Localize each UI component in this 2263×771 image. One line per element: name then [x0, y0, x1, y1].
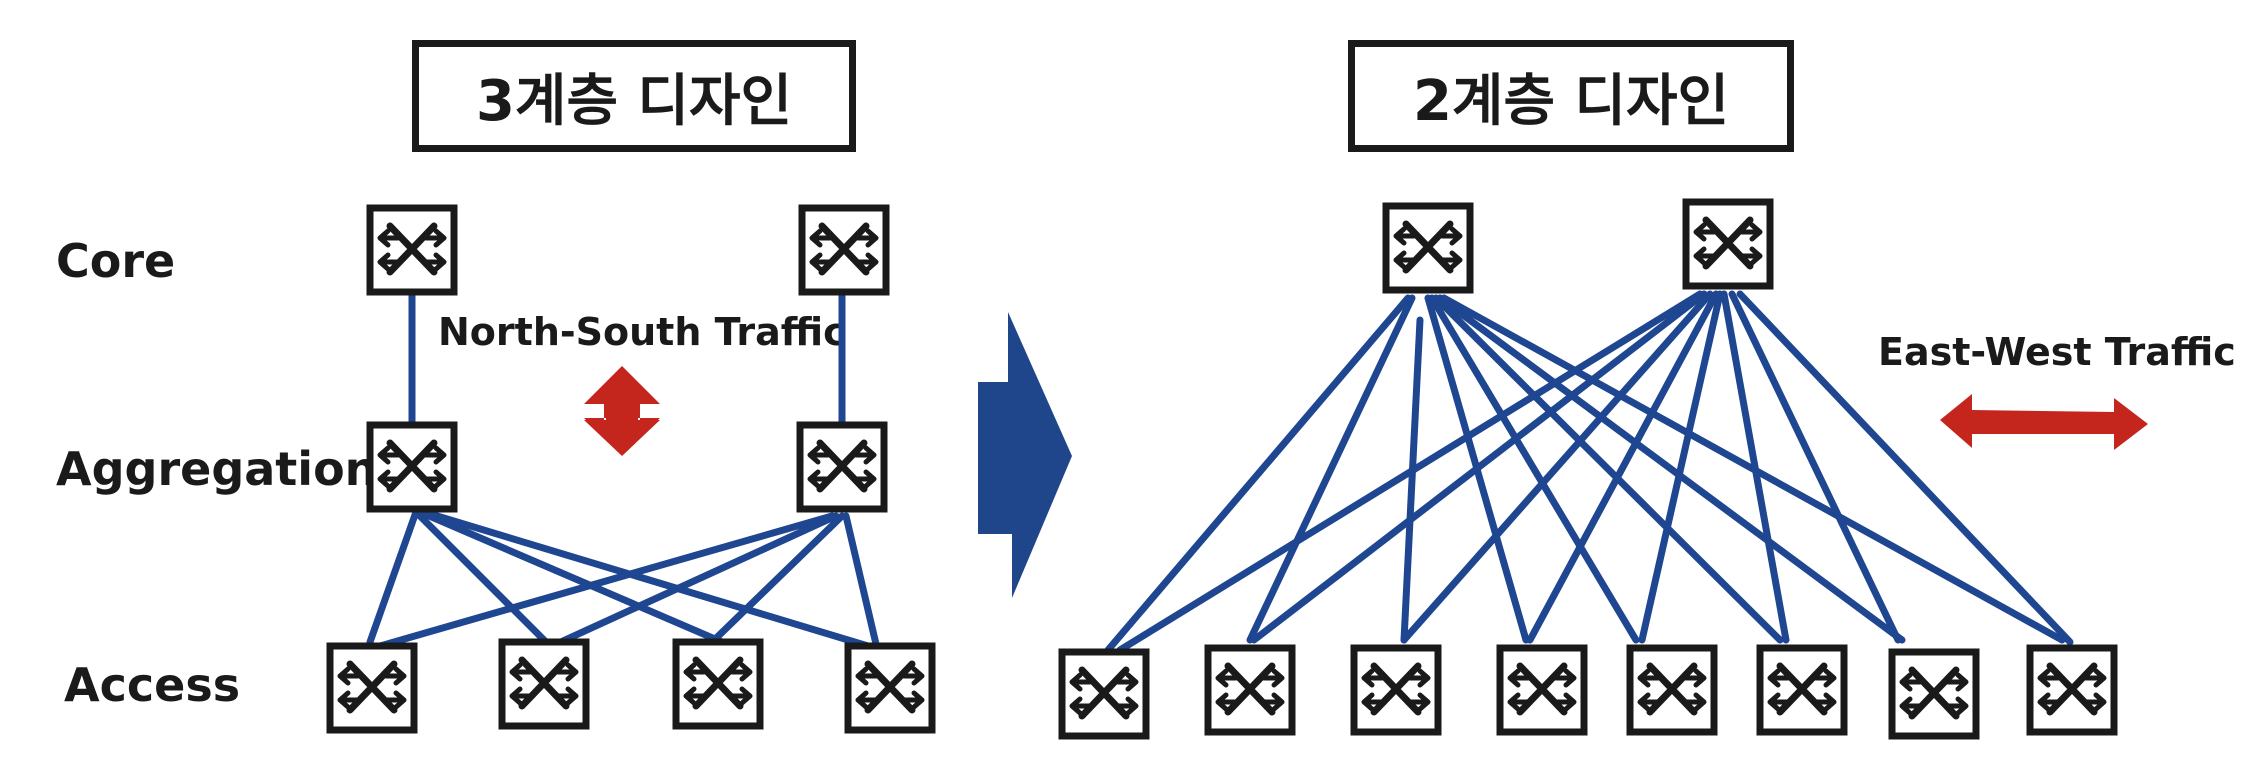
north-south-traffic-label: North-South Traffic — [438, 310, 846, 354]
switch-icon — [848, 646, 932, 730]
spine-leaf-link — [1436, 294, 1906, 644]
switch-icon — [802, 208, 886, 292]
spine-leaf-link — [1428, 294, 1640, 644]
agg-access-link — [420, 508, 872, 650]
agg-access-link — [416, 508, 726, 646]
agg-access-link — [704, 512, 846, 650]
east-west-traffic-label: East-West Traffic — [1878, 330, 2236, 374]
switch-icon — [330, 646, 414, 730]
switch-icon — [676, 642, 760, 726]
three-tier-links — [366, 292, 880, 650]
spine-leaf-link — [1246, 294, 1416, 644]
two-tier-title: 2계층 디자인 — [1348, 40, 1794, 152]
spine-leaf-link — [1638, 290, 1724, 644]
spine-leaf-link — [1250, 290, 1708, 644]
switch-icon — [370, 208, 454, 292]
two-tier-switches — [1062, 202, 2114, 736]
three-tier-title-text: 3계층 디자인 — [475, 68, 793, 134]
spine-leaf-link — [1526, 290, 1720, 644]
agg-access-link — [376, 512, 836, 650]
spine-leaf-link — [1432, 294, 1784, 644]
two-tier-links — [1104, 290, 2074, 654]
spine-leaf-link — [1400, 290, 1714, 644]
switch-icon — [1062, 652, 1146, 736]
switch-icon — [1760, 648, 1844, 732]
switch-icon — [502, 642, 586, 726]
vertical-double-arrow-icon — [584, 366, 660, 456]
switch-icon — [370, 425, 454, 509]
tier-label-aggregation: Aggregation — [56, 442, 378, 496]
agg-access-link — [842, 512, 880, 648]
tier-label-core: Core — [56, 234, 176, 288]
switch-icon — [1386, 206, 1470, 290]
three-tier-title: 3계층 디자인 — [412, 40, 856, 152]
switch-icon — [1354, 648, 1438, 732]
switch-icon — [1208, 648, 1292, 732]
three-tier-switches — [330, 208, 932, 730]
horizontal-double-arrow-icon — [1940, 394, 2148, 450]
switch-icon — [800, 425, 884, 509]
switch-icon — [2030, 648, 2114, 732]
spine-leaf-link — [1104, 294, 1412, 654]
spine-leaf-link — [1736, 290, 2074, 646]
switch-icon — [1630, 648, 1714, 732]
spine-leaf-link — [1720, 290, 1790, 644]
switch-icon — [1500, 648, 1584, 732]
agg-access-link — [412, 508, 550, 646]
switch-icon — [1892, 652, 1976, 736]
two-tier-title-text: 2계층 디자인 — [1412, 68, 1730, 134]
right-arrow-icon — [978, 312, 1072, 598]
tier-label-access: Access — [64, 658, 241, 712]
spine-leaf-link — [1728, 290, 1902, 644]
spine-leaf-link — [1400, 316, 1424, 644]
agg-access-link — [366, 508, 420, 646]
agg-access-link — [548, 512, 840, 650]
spine-leaf-link — [1116, 290, 1704, 654]
switch-icon — [1686, 202, 1770, 286]
